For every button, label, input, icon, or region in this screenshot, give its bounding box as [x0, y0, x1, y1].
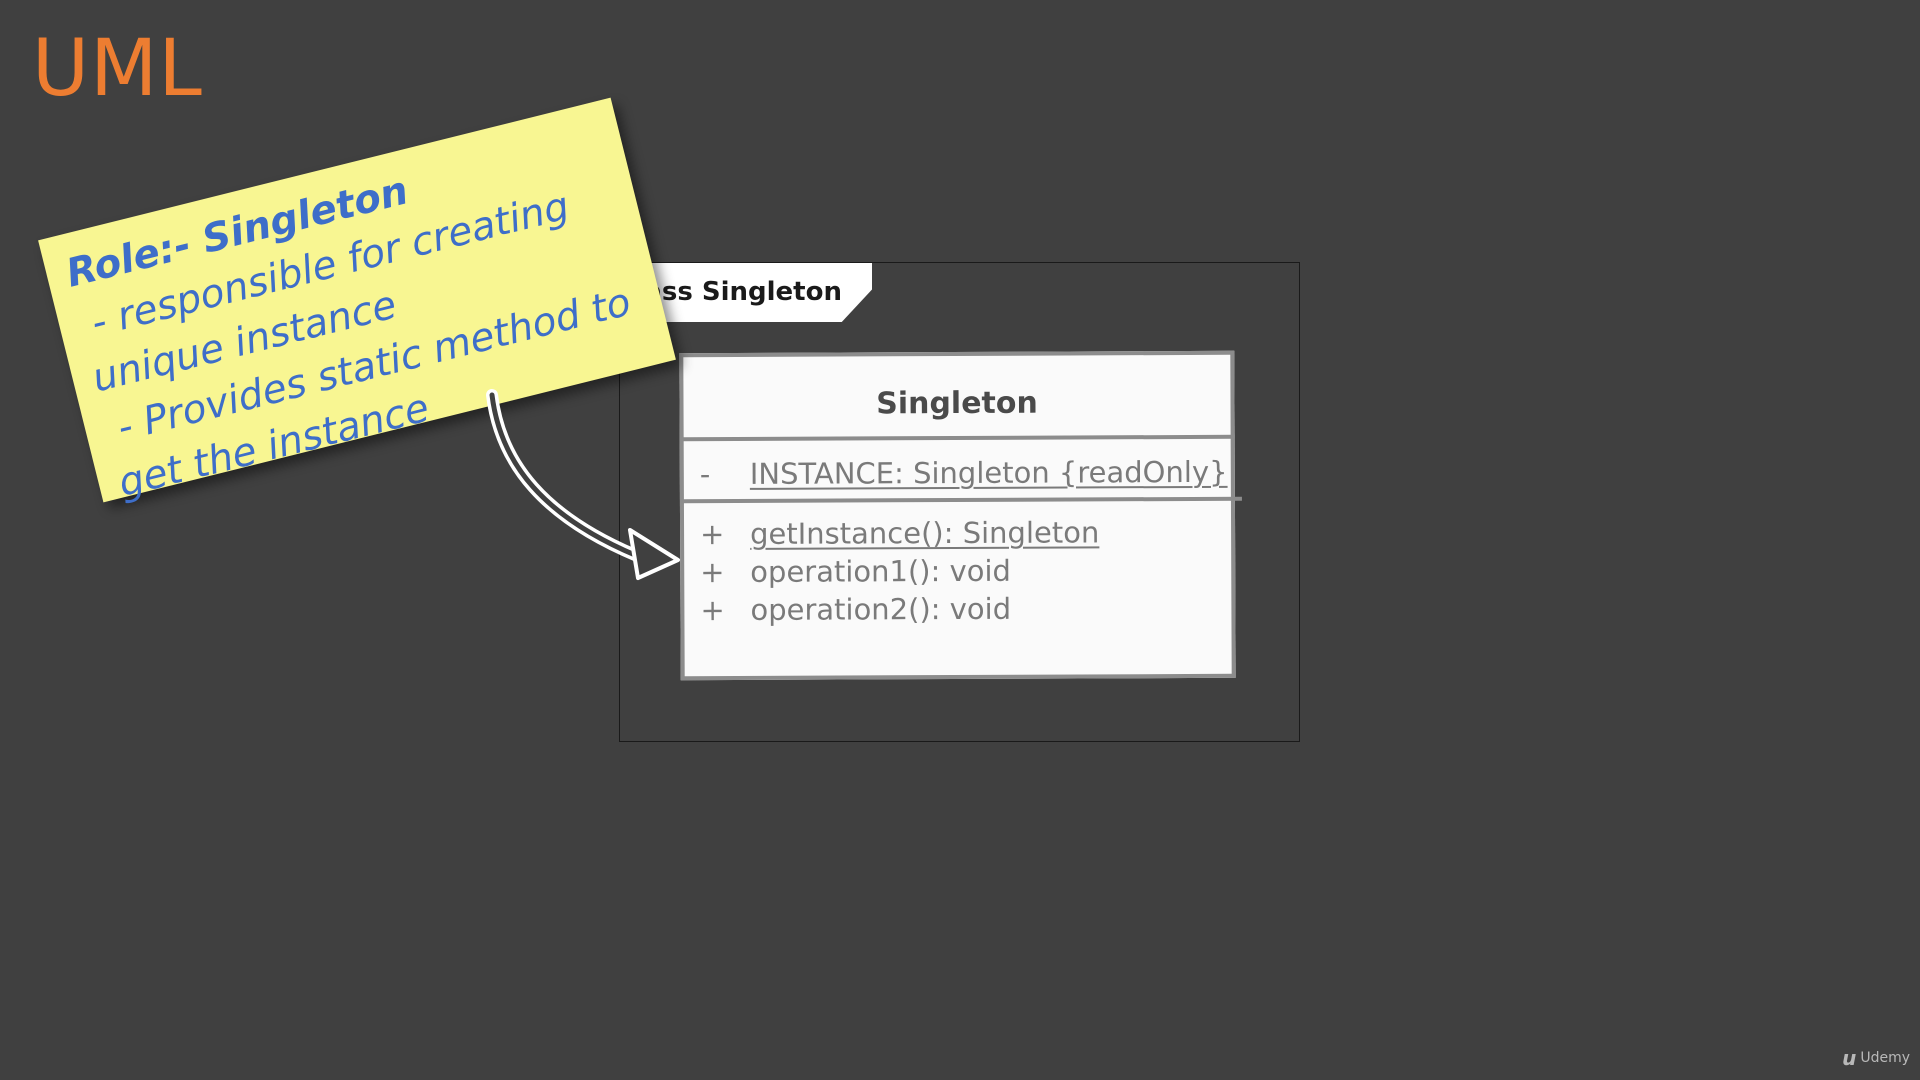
operation-row: + operation1(): void	[700, 554, 1011, 589]
operation-row: + operation2(): void	[700, 592, 1011, 627]
visibility-marker: +	[700, 517, 725, 552]
visibility-marker: +	[700, 555, 725, 590]
attribute-row: - INSTANCE: Singleton {readOnly}	[700, 455, 1228, 491]
slide-title: UML	[32, 24, 203, 114]
udemy-logo: u Udemy	[1842, 1046, 1910, 1070]
operation-text: operation1(): void	[750, 553, 1012, 589]
brand-name: Udemy	[1860, 1050, 1910, 1066]
operation-text: operation2(): void	[750, 591, 1012, 627]
visibility-marker: -	[699, 457, 711, 492]
class-box: Singleton - INSTANCE: Singleton {readOnly…	[679, 350, 1242, 681]
udemy-logo-icon: u	[1842, 1046, 1857, 1070]
operation-row: + getInstance(): Singleton	[700, 515, 1099, 551]
visibility-marker: +	[700, 593, 725, 628]
attribute-divider	[681, 496, 1242, 504]
pointer-arrow	[486, 389, 680, 580]
attribute-text: INSTANCE: Singleton {readOnly}	[749, 454, 1228, 491]
name-divider	[681, 434, 1235, 442]
class-name: Singleton	[876, 385, 1038, 422]
operation-text: getInstance(): Singleton	[750, 515, 1100, 551]
